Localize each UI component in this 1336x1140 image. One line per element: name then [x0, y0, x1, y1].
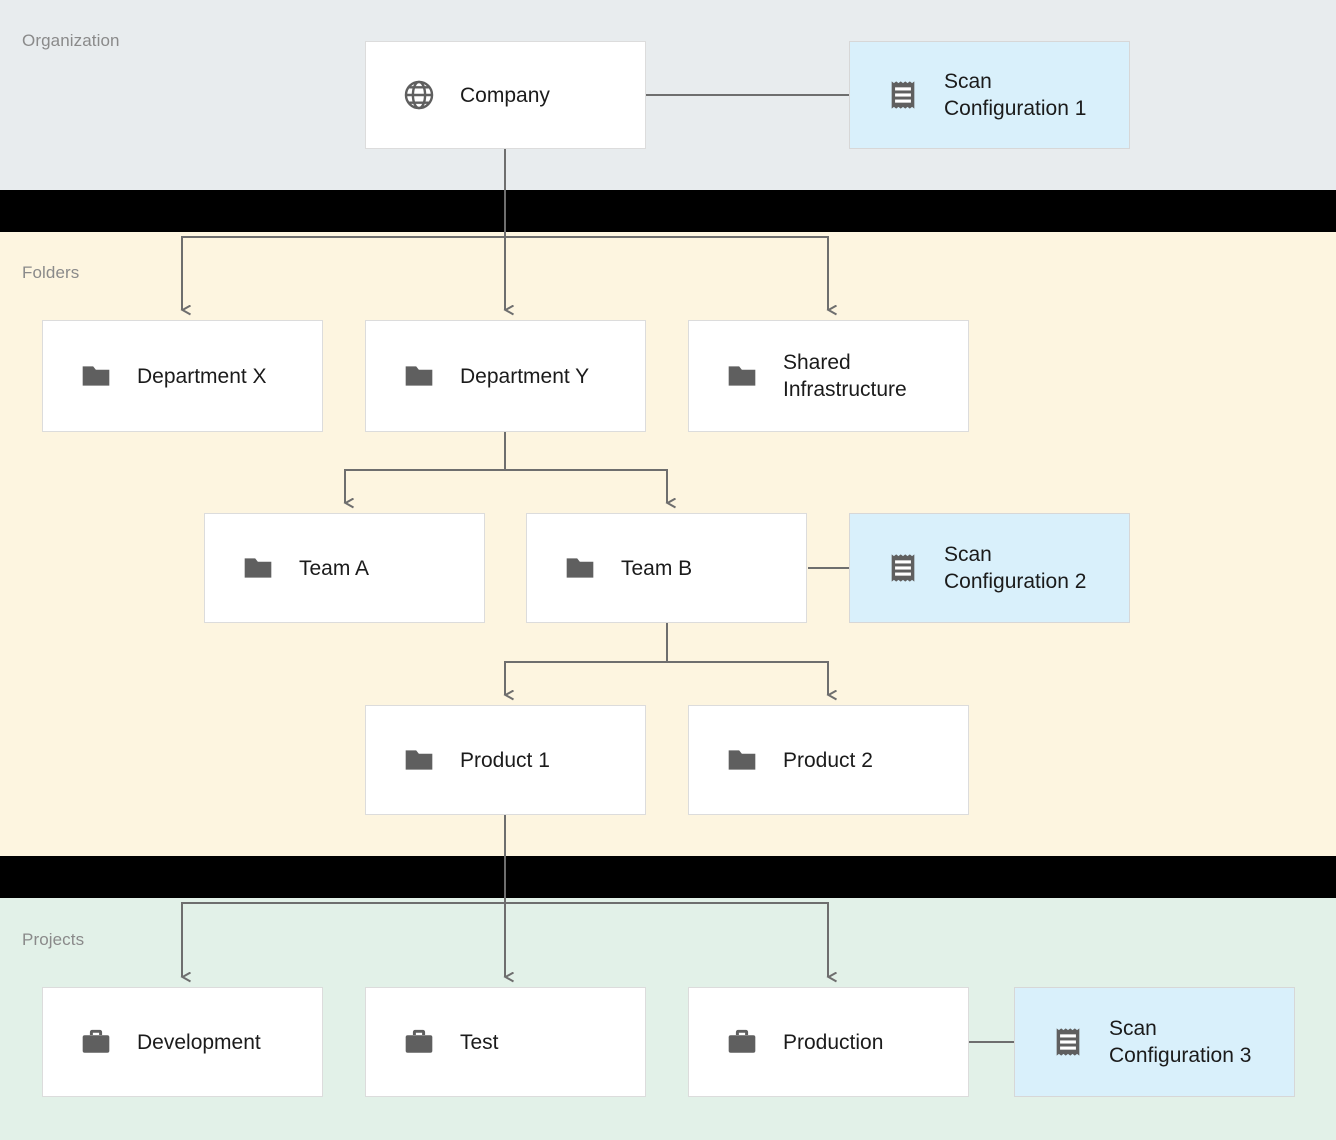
node-company[interactable]: Company [365, 41, 646, 149]
receipt-icon [886, 551, 920, 585]
band-label-organization: Organization [22, 31, 120, 50]
node-scan-configuration-2[interactable]: Scan Configuration 2 [849, 513, 1130, 623]
node-label: Product 2 [783, 748, 873, 772]
node-shared-infrastructure[interactable]: Shared Infrastructure [688, 320, 969, 432]
node-team-b[interactable]: Team B [526, 513, 807, 623]
node-team-a[interactable]: Team A [204, 513, 485, 623]
briefcase-icon [79, 1025, 113, 1059]
node-product-2[interactable]: Product 2 [688, 705, 969, 815]
node-label: Scan Configuration 2 [944, 543, 1087, 593]
node-label: Department Y [460, 364, 590, 388]
node-label: Product 1 [460, 748, 550, 772]
node-label: Team B [621, 556, 693, 580]
node-development[interactable]: Development [42, 987, 323, 1097]
folder-icon [725, 359, 759, 393]
node-test[interactable]: Test [365, 987, 646, 1097]
briefcase-icon [725, 1025, 759, 1059]
folder-icon [402, 743, 436, 777]
folder-icon [79, 359, 113, 393]
node-scan-configuration-3[interactable]: Scan Configuration 3 [1014, 987, 1295, 1097]
node-label: Shared Infrastructure [783, 351, 907, 401]
node-label: Company [460, 83, 550, 107]
node-product-1[interactable]: Product 1 [365, 705, 646, 815]
node-department-y[interactable]: Department Y [365, 320, 646, 432]
node-department-x[interactable]: Department X [42, 320, 323, 432]
node-label: Test [460, 1030, 499, 1054]
node-label: Production [783, 1030, 884, 1054]
node-scan-configuration-1[interactable]: Scan Configuration 1 [849, 41, 1130, 149]
band-label-projects: Projects [22, 930, 85, 949]
globe-icon [402, 78, 436, 112]
node-label: Team A [299, 556, 370, 580]
node-label: Scan Configuration 3 [1109, 1017, 1252, 1067]
node-production[interactable]: Production [688, 987, 969, 1097]
folder-icon [563, 551, 597, 585]
folder-icon [402, 359, 436, 393]
node-label: Scan Configuration 1 [944, 70, 1087, 120]
band-label-folders: Folders [22, 263, 80, 282]
folder-icon [241, 551, 275, 585]
briefcase-icon [402, 1025, 436, 1059]
receipt-icon [886, 78, 920, 112]
folder-icon [725, 743, 759, 777]
receipt-icon [1051, 1025, 1085, 1059]
band-organization [0, 0, 1336, 190]
node-label: Department X [137, 364, 267, 388]
node-label: Development [137, 1030, 261, 1054]
